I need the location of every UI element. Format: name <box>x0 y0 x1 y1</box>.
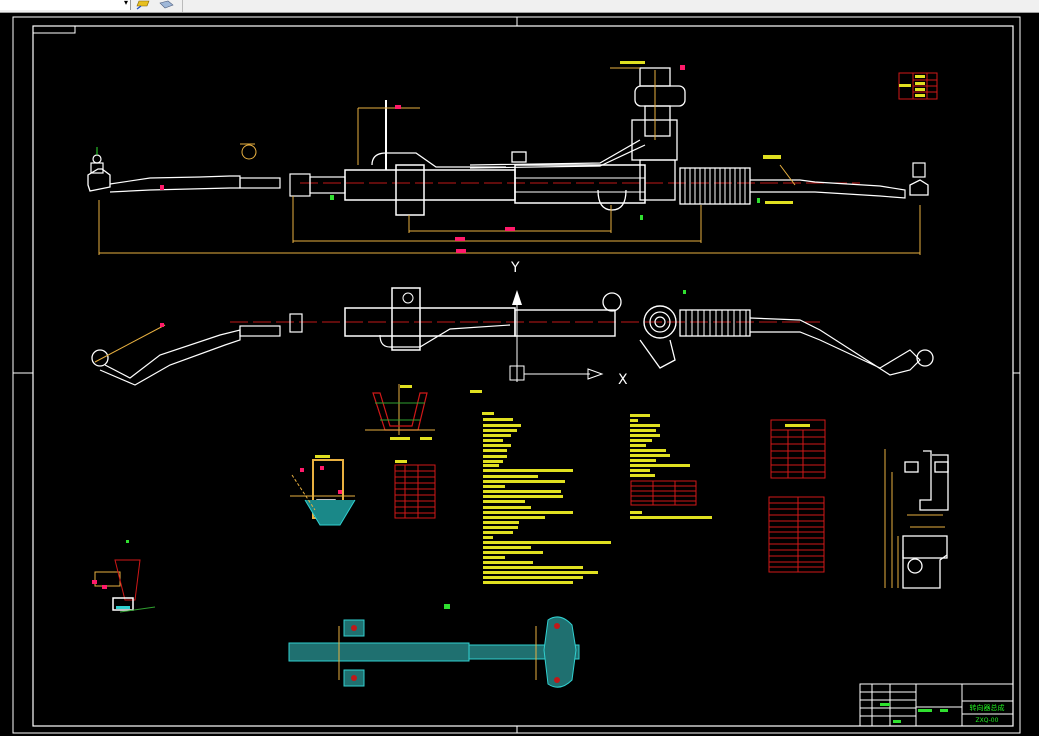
chevron-down-icon[interactable]: ▾ <box>123 0 128 7</box>
pinion-housing-view <box>884 449 949 589</box>
rod-section-view <box>288 604 580 688</box>
performance-notes <box>630 414 712 519</box>
layer-properties-icon[interactable] <box>158 0 174 10</box>
section-profile <box>365 384 435 440</box>
corner-tag <box>32 25 76 34</box>
front-view <box>87 61 929 255</box>
top-view <box>91 287 934 393</box>
layer-combo[interactable]: ▾ <box>0 0 131 10</box>
layer-states-icon[interactable] <box>136 0 152 10</box>
detail-view-a <box>290 455 356 526</box>
drawing-canvas[interactable]: Y <box>0 13 1039 736</box>
technical-requirements <box>482 412 611 584</box>
cad-toolbar: ▾ <box>0 0 1039 13</box>
parameter-table <box>768 496 825 573</box>
drawing-title: 转向器总成 <box>970 703 1005 712</box>
drawing-number: ZXQ-00 <box>976 717 999 724</box>
title-block <box>859 683 1014 727</box>
inner-border <box>32 25 1014 727</box>
gear-parameter-table <box>770 419 826 479</box>
left-parameter-table <box>394 460 436 519</box>
axis-y-label: Y <box>510 260 520 276</box>
detail-view-b <box>92 540 156 613</box>
small-param-table <box>898 72 938 100</box>
axis-x-label: X <box>618 372 628 388</box>
performance-table <box>630 480 697 506</box>
toolbar-separator <box>182 0 183 12</box>
